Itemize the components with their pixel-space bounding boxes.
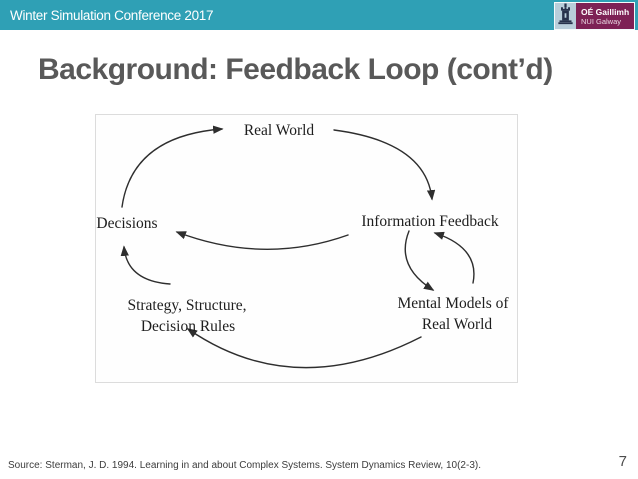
node-mental-models-line2: Real World [422,316,493,333]
node-information-feedback: Information Feedback [361,213,499,230]
edge-strategy-to-decisions [120,245,171,285]
node-decisions: Decisions [96,215,157,232]
page-title: Background: Feedback Loop (cont’d) [38,53,553,86]
node-real-world: Real World [244,122,315,139]
logo-name-irish: OÉ Gaillimh [581,6,630,17]
node-strategy-line2: Decision Rules [141,318,235,335]
edge-mental-models-to-strategy [186,328,422,369]
edge-information-feedback-to-decisions [175,231,349,250]
edge-decisions-to-real-world [121,125,224,208]
conference-title: Winter Simulation Conference 2017 [10,7,214,23]
logo-text-box: OÉ Gaillimh NUI Galway [576,3,634,29]
edge-real-world-to-information-feedback [333,129,436,201]
edge-information-feedback-to-mental-models [404,230,435,291]
page-number: 7 [618,453,627,470]
edge-mental-models-to-information-feedback [433,231,475,284]
header-bar: Winter Simulation Conference 2017 [0,0,638,30]
node-strategy-line1: Strategy, Structure, [127,297,246,314]
feedback-loop-diagram: Real World Information Feedback Decision… [95,114,518,383]
university-tower-icon [558,3,573,30]
node-mental-models-line1: Mental Models of [397,295,509,312]
logo-icon-box [555,3,576,29]
logo-name-english: NUI Galway [581,16,622,26]
source-citation: Source: Sterman, J. D. 1994. Learning in… [8,460,481,471]
nui-galway-logo: OÉ Gaillimh NUI Galway [554,2,635,30]
